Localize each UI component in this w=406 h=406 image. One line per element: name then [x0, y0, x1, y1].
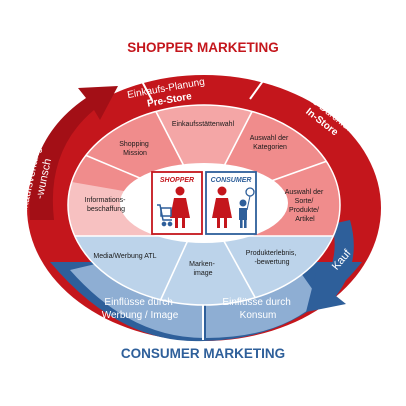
shopper-figure-icon: [170, 186, 190, 228]
segment-auswahl-kategorien-label: Auswahl der Kategorien: [250, 135, 290, 151]
segment-media-werbung-label: Media/Werbung ATL: [93, 253, 156, 260]
segment-produkterlebnis-label: Produkterlebnis, -bewertung: [246, 250, 299, 266]
consumer-marketing-title: CONSUMER MARKETING: [121, 346, 285, 361]
segment-einkaufsstaettenwahl: [150, 105, 258, 205]
segment-einkaufsstaettenwahl-label: Einkaufsstättenwahl: [172, 121, 235, 128]
ring-konsum-label: Einflüsse durch Konsum: [222, 297, 293, 321]
consumer-child-icon: [239, 199, 247, 228]
kauf-arrow[interactable]: [306, 220, 354, 312]
left-cycle-arrow: [29, 86, 118, 220]
center-oval: [120, 163, 288, 243]
ring-divider: [137, 73, 153, 101]
ring-werbung-image-label: Einflüsse durch Werbung / Image: [102, 297, 179, 321]
segment-informationsbeschaffung-label: Informations- beschaffung: [85, 197, 128, 213]
segment-shopping-mission-label: Shopping Mission: [119, 141, 151, 157]
segment-auswahl-sorte-label: Auswahl der Sorte/ Produkte/ Artikel: [285, 189, 325, 223]
consumer-woman-icon: [212, 186, 232, 228]
shopper-marketing-title: SHOPPER MARKETING: [127, 40, 279, 55]
segment-markenimage-label: Marken- image: [189, 261, 217, 277]
consumer-label: CONSUMER: [211, 177, 252, 184]
ring-segment-werbung: [70, 262, 204, 338]
ring-divider: [249, 73, 269, 100]
shopping-cart-icon: [157, 204, 173, 227]
balloon-icon: [245, 187, 255, 211]
consumer-box: [205, 171, 257, 235]
ring-segment-konsum: [206, 266, 320, 338]
shopper-label: SHOPPER: [160, 177, 194, 184]
